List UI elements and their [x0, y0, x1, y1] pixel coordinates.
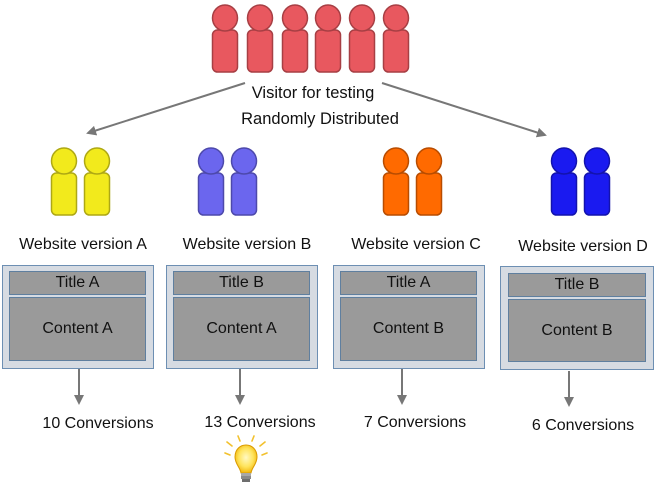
version-d-label: Website version D [518, 238, 648, 255]
version-b-label: Website version B [182, 236, 312, 253]
arrow-left-icon [86, 82, 246, 136]
group-c-person-icon [382, 147, 410, 216]
version-a-label: Website version A [19, 236, 147, 253]
result-a: 10 Conversions [42, 415, 154, 432]
group-d-person-icon [583, 147, 611, 216]
website-b-content: Content A [173, 297, 310, 361]
arrow-right-icon [381, 82, 547, 138]
website-d-title: Title B [508, 273, 646, 297]
lightbulb-icon [224, 435, 268, 482]
visitor-person-icon [348, 4, 376, 73]
group-d-person-icon [550, 147, 578, 216]
website-b-title: Title B [173, 271, 310, 295]
visitor-person-icon [281, 4, 309, 73]
result-b: 13 Conversions [204, 414, 316, 431]
result-d: 6 Conversions [531, 417, 635, 434]
group-b-person-icon [197, 147, 225, 216]
result-c: 7 Conversions [363, 414, 467, 431]
website-a-title: Title A [9, 271, 146, 295]
group-b-person-icon [230, 147, 258, 216]
version-c-label: Website version C [351, 236, 481, 253]
visitor-person-icon [246, 4, 274, 73]
distribution-label: Randomly Distributed [241, 110, 399, 128]
visitor-person-icon [314, 4, 342, 73]
visitor-person-icon [211, 4, 239, 73]
visitor-label: Visitor for testing [251, 84, 375, 102]
group-a-person-icon [83, 147, 111, 216]
visitor-group [211, 4, 410, 73]
segment-groups [50, 147, 611, 216]
website-d-content: Content B [508, 299, 646, 362]
website-a-content: Content A [9, 297, 146, 361]
visitor-person-icon [382, 4, 410, 73]
website-c-title: Title A [340, 271, 477, 295]
group-c-person-icon [415, 147, 443, 216]
website-c-content: Content B [340, 297, 477, 361]
group-a-person-icon [50, 147, 78, 216]
